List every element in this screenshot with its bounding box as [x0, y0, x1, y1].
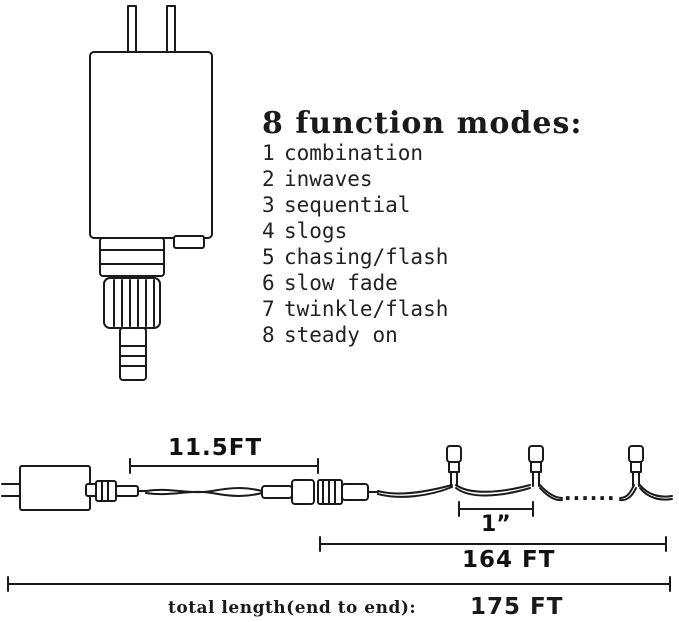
- mode-list: 1 combination 2 inwaves 3 sequential 4 slogs…: [262, 140, 448, 348]
- power-adapter-large-icon: [89, 5, 213, 381]
- mode-label: steady on: [284, 323, 398, 347]
- inline-connector-icon: [261, 479, 379, 505]
- mode-item: 7 twinkle/flash: [262, 296, 448, 322]
- mode-number: 7: [262, 297, 275, 321]
- mode-item: 5 chasing/flash: [262, 244, 448, 270]
- bulb-spacing-label: 1”: [481, 512, 511, 537]
- mode-number: 4: [262, 219, 275, 243]
- mode-item: 1 combination: [262, 140, 448, 166]
- mode-label: combination: [284, 141, 424, 165]
- mode-number: 2: [262, 167, 275, 191]
- mode-label: slogs: [284, 219, 348, 243]
- mode-label: slow fade: [284, 271, 398, 295]
- ellipsis: ......: [564, 481, 616, 505]
- mode-label: inwaves: [284, 167, 373, 191]
- mode-label: twinkle/flash: [284, 297, 449, 321]
- mode-number: 6: [262, 271, 275, 295]
- mode-item: 2 inwaves: [262, 166, 448, 192]
- lighted-length-label: 164 FT: [462, 547, 556, 573]
- bulb-icon: [528, 445, 544, 487]
- total-length-label: total length(end to end):: [168, 598, 417, 618]
- dimension-line-total: [7, 576, 671, 592]
- bulb-icon: [628, 445, 644, 487]
- mode-number: 1: [262, 141, 275, 165]
- mode-item: 8 steady on: [262, 322, 448, 348]
- dimension-line-lead: [129, 458, 319, 474]
- mode-label: sequential: [284, 193, 411, 217]
- bulb-icon: [446, 445, 462, 487]
- lead-cable: [145, 487, 263, 497]
- mode-label: chasing/flash: [284, 245, 449, 269]
- mode-number: 8: [262, 323, 275, 347]
- light-string-wire: [377, 484, 673, 502]
- total-length-value: 175 FT: [470, 594, 564, 620]
- power-adapter-small-icon: [1, 465, 147, 511]
- mode-item: 4 slogs: [262, 218, 448, 244]
- dimension-line-light-length: [319, 536, 667, 552]
- dimension-line-spacing: [458, 501, 534, 517]
- lead-cable-length-label: 11.5FT: [168, 435, 263, 461]
- mode-item: 3 sequential: [262, 192, 448, 218]
- modes-title: 8 function modes:: [262, 106, 583, 141]
- mode-number: 3: [262, 193, 275, 217]
- mode-number: 5: [262, 245, 275, 269]
- mode-item: 6 slow fade: [262, 270, 448, 296]
